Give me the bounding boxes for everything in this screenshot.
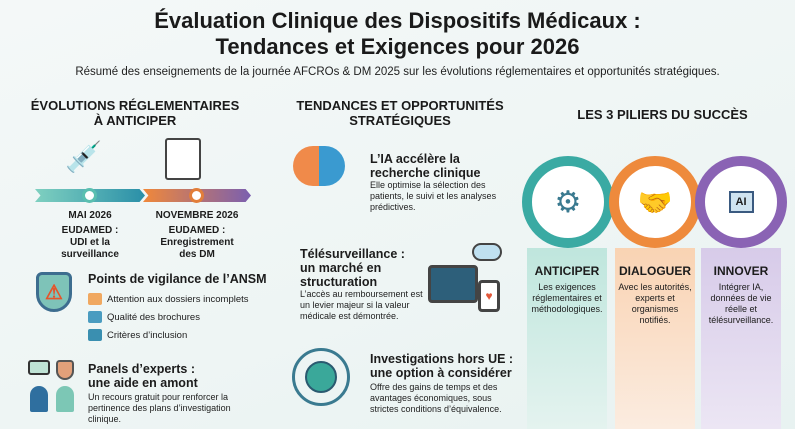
- experts-panel-icon: [28, 360, 80, 412]
- panels-text: Un recours gratuit pour renforcer la per…: [88, 392, 231, 424]
- brochure-icon: [88, 311, 102, 323]
- hors-ue-text: Offre des gains de temps et des avantage…: [370, 382, 502, 414]
- brain-ai-icon: [293, 146, 345, 190]
- right-heading: LES 3 PILIERS DU SUCCÈS: [577, 107, 748, 122]
- timeline-marker: [82, 188, 97, 203]
- subtitle: Résumé des enseignements de la journée A…: [75, 66, 720, 78]
- shield-warning-icon: ⚠: [36, 272, 72, 312]
- ai-chip-icon: AI: [695, 156, 787, 248]
- clipboard-icon: [165, 138, 201, 180]
- vigilance-title: Points de vigilance de l’ANSM: [88, 272, 267, 286]
- vigilance-item: Qualité des brochures: [88, 311, 200, 323]
- cloud-icon: [472, 243, 502, 261]
- vigilance-item: Critères d’inclusion: [88, 329, 187, 341]
- panels-title: Panels d’experts :une aide en amont: [88, 362, 198, 390]
- monitor-icon: [428, 265, 478, 303]
- tablet-heart-icon: ♥: [478, 280, 500, 312]
- globe-network-icon: [292, 348, 350, 406]
- syringe-magnifier-icon: 💉: [65, 141, 103, 174]
- vigilance-item: Attention aux dossiers incomplets: [88, 293, 249, 305]
- timeline-marker: [189, 188, 204, 203]
- ai-text: Elle optimise la sélection des patients,…: [370, 180, 497, 212]
- telesurveillance-text: L’accès au remboursement est un levier m…: [300, 289, 423, 321]
- handshake-icon: 🤝: [609, 156, 701, 248]
- hors-ue-title: Investigations hors UE :une option à con…: [370, 352, 514, 380]
- head-gears-icon: ⚙: [522, 156, 614, 248]
- page-title: Évaluation Clinique des Dispositifs Médi…: [154, 8, 641, 59]
- folder-icon: [88, 293, 102, 305]
- patient-criteria-icon: [88, 329, 102, 341]
